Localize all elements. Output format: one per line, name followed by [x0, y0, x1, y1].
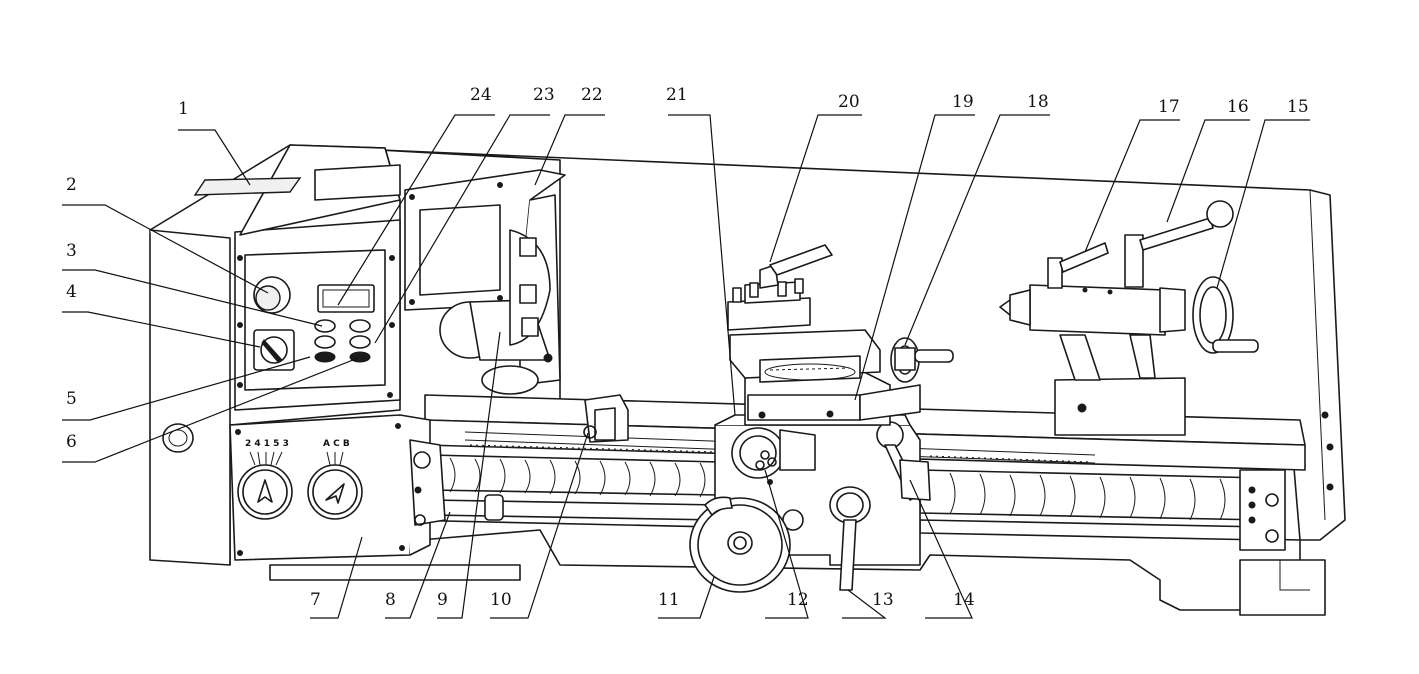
callout-1: 1	[178, 99, 189, 119]
callout-21: 21	[666, 85, 688, 105]
callout-18: 18	[1027, 92, 1049, 112]
callout-16: 16	[1227, 97, 1249, 117]
rack	[469, 444, 1091, 463]
control-panel	[237, 255, 395, 398]
callout-14: 14	[953, 590, 975, 610]
callout-5: 5	[66, 389, 77, 409]
tailstock	[999, 284, 1186, 436]
saddle	[744, 369, 921, 426]
callout-19: 19	[952, 92, 974, 112]
callout-8: 8	[385, 590, 396, 610]
callout-17: 17	[1158, 97, 1180, 117]
panel-buttons[interactable]	[314, 319, 371, 363]
callout-23: 23	[533, 85, 555, 105]
leader-lines	[62, 114, 1310, 619]
callout-7: 7	[310, 590, 321, 610]
callout-11: 11	[658, 590, 680, 610]
end-bracket	[1239, 411, 1334, 551]
callout-24: 24	[470, 85, 492, 105]
leadscrew-bracket	[409, 439, 446, 526]
gear-dial-left[interactable]	[237, 464, 293, 520]
feed-lever[interactable]	[876, 421, 931, 501]
callout-4: 4	[66, 282, 77, 302]
tailstock-handwheel[interactable]	[1192, 276, 1259, 354]
cross-slide	[729, 329, 881, 383]
quill-lock[interactable]	[1047, 242, 1109, 289]
callout-2: 2	[66, 175, 77, 195]
left-dial-marks: 2 4 1 5 3	[245, 439, 289, 449]
callout-22: 22	[581, 85, 603, 105]
half-nut-lever[interactable]	[829, 486, 871, 591]
callout-labels: 1 2 3 4 5 6 7 8 9 10 11 12 13 14 15 16 1…	[66, 85, 1309, 610]
compound-handwheel[interactable]	[890, 337, 954, 383]
cross-feed-dial[interactable]	[731, 427, 816, 479]
callout-10: 10	[490, 590, 512, 610]
tailstock-lock-lever[interactable]	[1124, 200, 1234, 288]
callout-9: 9	[437, 590, 448, 610]
callout-13: 13	[872, 590, 894, 610]
callout-3: 3	[66, 241, 77, 261]
side-knob[interactable]	[162, 423, 194, 453]
carriage-handwheel[interactable]	[689, 496, 791, 593]
callout-6: 6	[66, 432, 77, 452]
tool-post[interactable]	[727, 244, 833, 331]
chuck	[439, 229, 553, 395]
carriage-stop[interactable]	[583, 394, 629, 443]
gearbox: 2 4 1 5 3 A C B	[229, 414, 431, 561]
right-dial-marks: A C B	[323, 439, 350, 449]
callout-15: 15	[1287, 97, 1309, 117]
callout-12: 12	[787, 590, 809, 610]
callout-20: 20	[838, 92, 860, 112]
